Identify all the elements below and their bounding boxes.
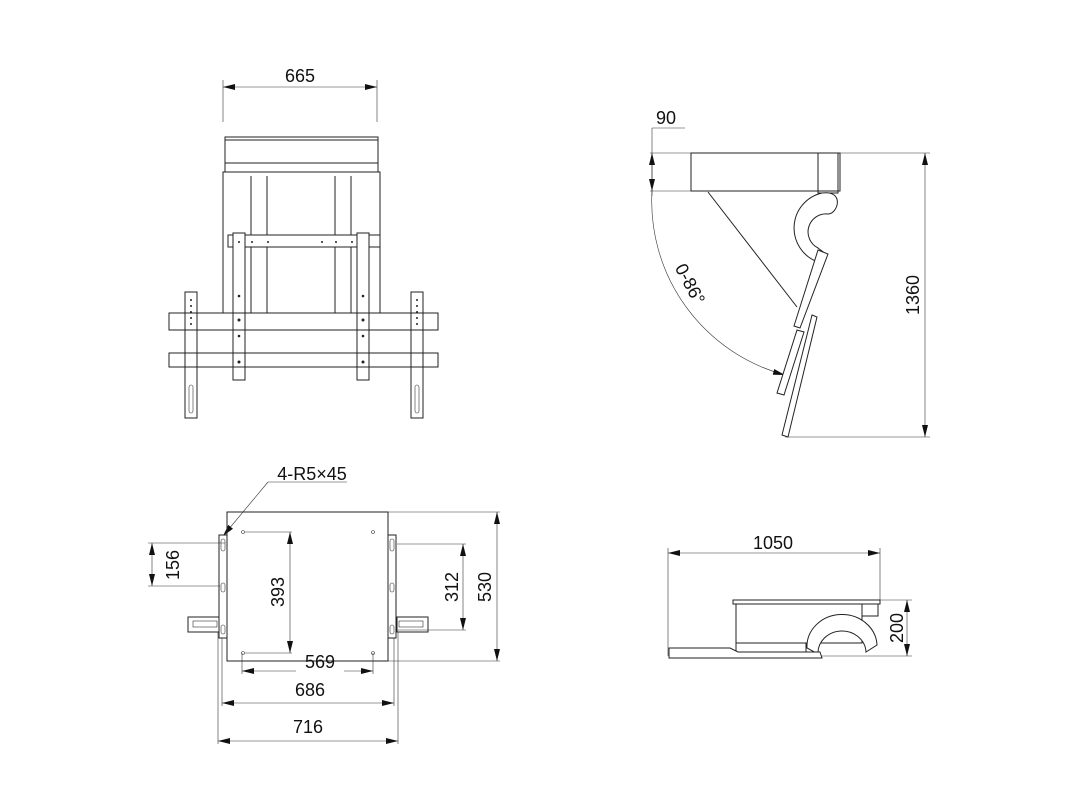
dim-569: 569 <box>305 652 335 672</box>
housing-side <box>690 152 841 192</box>
dim-716: 716 <box>293 717 323 737</box>
hinge-arc <box>793 192 838 263</box>
cross-bar <box>227 234 381 248</box>
mount-plate <box>668 647 823 659</box>
horizontal-rail-top <box>168 312 439 331</box>
support-strut <box>707 191 798 308</box>
folded-height-label: 200 <box>887 613 907 643</box>
plate <box>226 511 389 662</box>
height-label: 1360 <box>903 275 923 315</box>
hinge-arc-folded <box>806 613 878 655</box>
front-view: 665 <box>168 66 439 419</box>
dim-312: 312 <box>442 572 462 602</box>
angle-label: 0-86° <box>671 260 709 308</box>
vertical-strip-right <box>356 232 370 381</box>
dim-393: 393 <box>268 577 288 607</box>
vertical-strip-left <box>232 232 246 381</box>
dim-686: 686 <box>295 680 325 700</box>
offset-label: 90 <box>656 108 676 128</box>
folded-view: 1050 200 <box>667 533 912 659</box>
width-label: 665 <box>285 66 315 86</box>
top-housing <box>224 136 379 173</box>
hole-note-label: 4-R5×45 <box>277 464 347 484</box>
side-view: 90 0-86° 1360 <box>649 108 930 438</box>
length-label: 1050 <box>753 533 793 553</box>
dim-530: 530 <box>475 572 495 602</box>
angle-arc <box>651 190 786 376</box>
horizontal-rail-bottom <box>168 352 439 368</box>
dim-156: 156 <box>163 550 183 580</box>
top-view: 4-R5×45 156 393 312 530 569 686 716 <box>148 464 500 744</box>
